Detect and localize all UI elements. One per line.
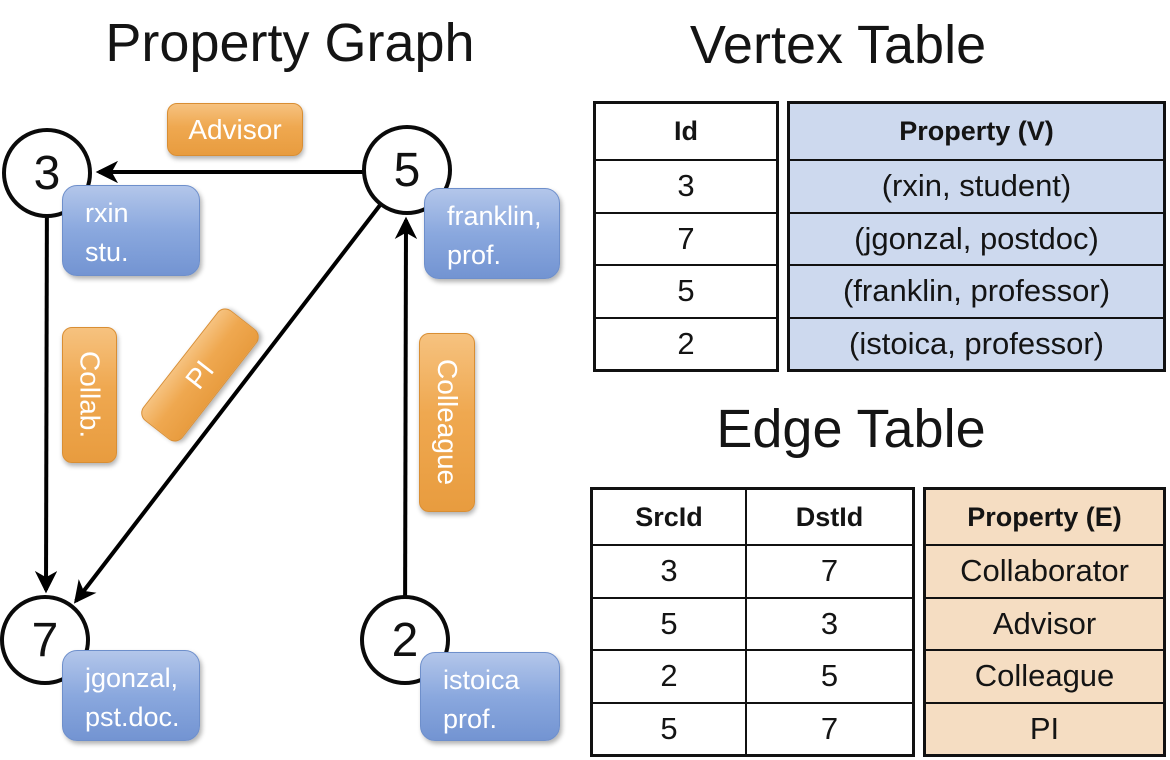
graph-edges-svg xyxy=(34,160,418,641)
vertex-property-box-2: istoica prof. xyxy=(420,652,560,741)
vertex-property-box-5: franklin, prof. xyxy=(424,188,560,279)
edge-table-dstid-header: DstId xyxy=(745,490,912,544)
vertex-id-label: 3 xyxy=(33,146,61,200)
edge-table-title: Edge Table xyxy=(716,399,986,459)
table-cell: 5 xyxy=(745,649,912,702)
table-cell: (rxin, student) xyxy=(790,159,1163,212)
edge-label-collaborator: Collab. xyxy=(62,327,117,463)
vertex-table-property-column: Property (V) (rxin, student) (jgonzal, p… xyxy=(787,101,1166,372)
table-cell: 7 xyxy=(745,701,912,754)
property-line: pst.doc. xyxy=(85,702,180,732)
vertex-id-label: 7 xyxy=(31,613,59,667)
vertex-id-label: 5 xyxy=(393,143,421,197)
vertex-node-2: 2 xyxy=(360,595,450,685)
edge-label-colleague: Colleague xyxy=(419,333,475,512)
table-cell: 5 xyxy=(593,596,745,650)
table-cell: 5 xyxy=(596,264,776,317)
property-graph-title: Property Graph xyxy=(105,13,475,73)
table-cell: (jgonzal, postdoc) xyxy=(790,211,1163,265)
edge-table-srcid-header: SrcId xyxy=(635,501,703,532)
edge-label-text: Colleague xyxy=(432,359,463,486)
table-cell: (istoica, professor) xyxy=(790,316,1163,370)
table-cell: PI xyxy=(926,701,1163,755)
edge-5-to-7 xyxy=(73,168,409,604)
vertex-node-5: 5 xyxy=(362,125,452,215)
edge-2-to-5 xyxy=(394,216,418,641)
table-cell: Colleague xyxy=(926,649,1163,702)
table-cell: (franklin, professor) xyxy=(790,264,1163,317)
table-cell: 5 xyxy=(593,701,745,755)
property-line: rxin xyxy=(85,198,129,228)
edge-label-text: Collab. xyxy=(74,351,106,439)
table-cell: 3 xyxy=(596,159,776,212)
edge-table-property-column: Property (E) Collaborator Advisor Collea… xyxy=(923,487,1166,757)
property-line: jgonzal, xyxy=(85,663,179,693)
edge-label-text: PI xyxy=(179,354,220,395)
table-cell: 7 xyxy=(745,544,912,597)
vertex-table-id-column: Id 3 7 5 2 xyxy=(593,101,779,372)
property-line: istoica xyxy=(443,665,520,695)
property-line: stu. xyxy=(85,237,129,267)
table-cell: 7 xyxy=(596,211,776,265)
edge-table-property-header: Property (E) xyxy=(967,501,1122,532)
table-cell: 3 xyxy=(745,596,912,649)
vertex-table-id-header: Id xyxy=(674,116,698,146)
table-cell: 2 xyxy=(593,649,745,702)
vertex-property-box-3: rxin stu. xyxy=(62,185,200,276)
property-line: franklin, xyxy=(447,201,542,231)
edge-table-id-columns: SrcId DstId 3 7 5 3 2 5 5 7 xyxy=(590,487,915,757)
table-cell: 2 xyxy=(596,316,776,370)
vertex-table-property-header: Property (V) xyxy=(899,116,1054,146)
table-cell: Collaborator xyxy=(926,544,1163,597)
vertex-property-box-7: jgonzal, pst.doc. xyxy=(62,650,200,741)
vertex-table-title: Vertex Table xyxy=(689,15,987,75)
table-cell: Advisor xyxy=(926,596,1163,650)
property-line: prof. xyxy=(447,240,502,270)
table-cell: 3 xyxy=(593,544,745,597)
vertex-id-label: 2 xyxy=(391,613,419,667)
edge-label-text: Advisor xyxy=(188,113,282,145)
edge-label-advisor: Advisor xyxy=(167,103,303,156)
edge-3-to-7 xyxy=(34,172,58,594)
property-line: prof. xyxy=(443,704,498,734)
